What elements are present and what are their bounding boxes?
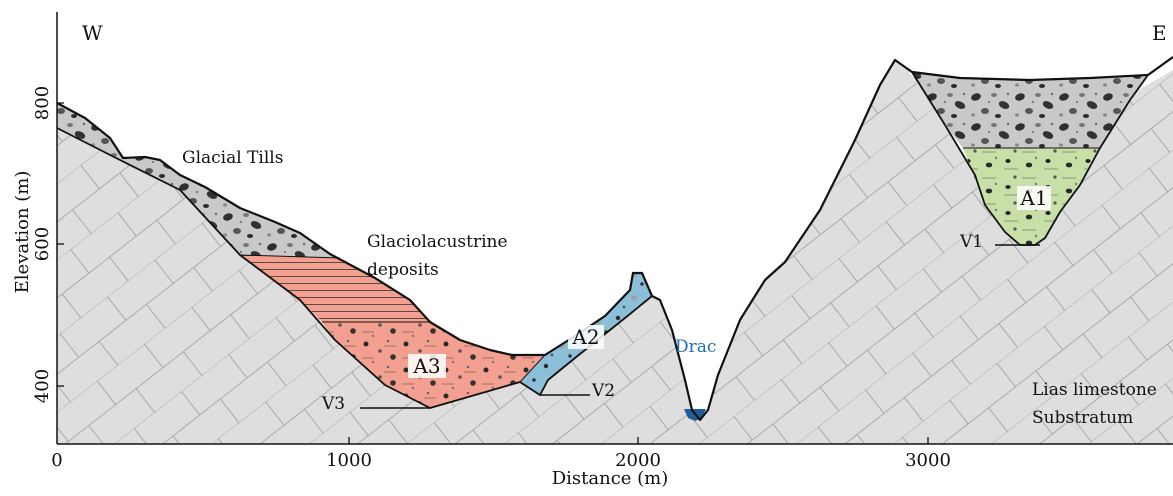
x-tick-label-3000: 3000 [905, 450, 951, 471]
glaciolacustrine-deposits [240, 255, 430, 322]
substratum-label-line2: Substratum [1032, 408, 1133, 428]
v1-label: V1 [959, 232, 983, 252]
x-axis-title: Distance (m) [552, 468, 669, 489]
tills-base-west [56, 127, 653, 409]
x-tick-label-2000: 2000 [615, 450, 661, 471]
bedrock-substratum [57, 60, 1173, 444]
y-tick-label-400: 400 [32, 369, 53, 403]
x-tick-label-1000: 1000 [326, 450, 372, 471]
y-tick-label-800: 800 [32, 86, 53, 120]
glaciolacustrine-top [239, 254, 341, 259]
west-label: W [82, 21, 103, 45]
a2-a3-boundary [519, 354, 546, 383]
a2-label-bg [568, 325, 604, 349]
x-tick-label-0: 0 [51, 450, 62, 471]
substratum-label-line1: Lias limestone [1032, 380, 1157, 400]
a3-label: A3 [412, 354, 440, 378]
glaciolacustrine-label-line2: deposits [367, 260, 439, 280]
y-axis-title: Elevation (m) [12, 171, 33, 294]
glacial-tills-east [912, 72, 1148, 148]
a1-label: A1 [1019, 186, 1047, 210]
a1-label-bg [1017, 186, 1051, 210]
topographic-surface [56, 56, 1173, 422]
v2-label: V2 [591, 381, 615, 401]
a3-label-bg [408, 354, 446, 378]
y-tick-label-600: 600 [32, 227, 53, 261]
glaciolacustrine-label-line1: Glaciolacustrine [367, 232, 508, 252]
drac-label: Drac [675, 337, 716, 357]
v3-label: V3 [321, 394, 345, 414]
east-label: E [1152, 21, 1167, 45]
a2-label: A2 [571, 325, 599, 349]
glacial-tills-label: Glacial Tills [182, 148, 283, 168]
